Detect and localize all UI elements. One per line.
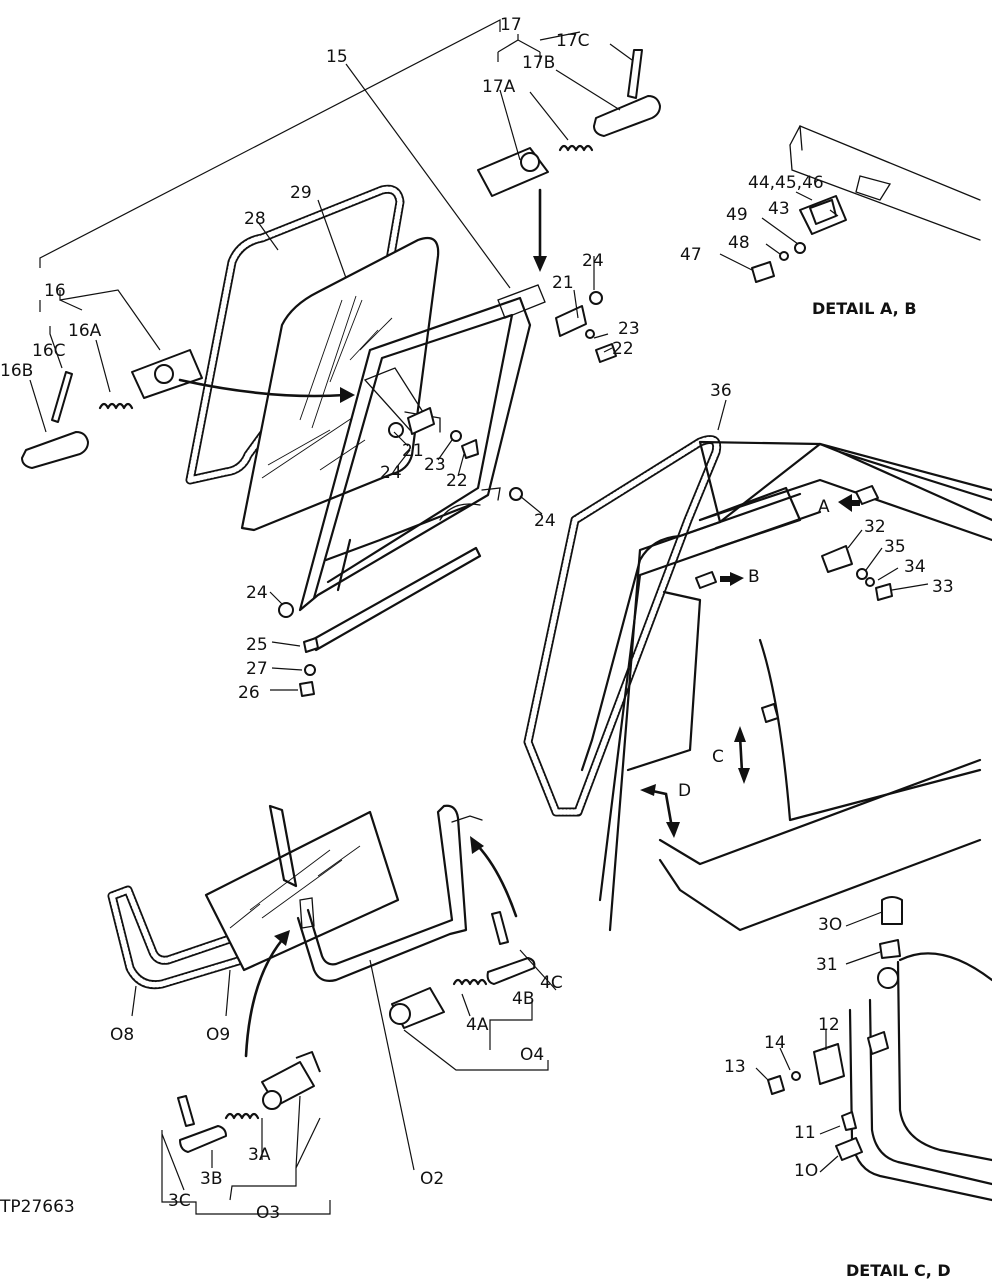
latch-17-pin (593, 95, 661, 137)
detail-ab-caption: DETAIL A, B (812, 299, 917, 318)
label-14: 14 (764, 1033, 786, 1053)
figure-code: TP27663 (0, 1197, 75, 1217)
label-33: 33 (932, 577, 954, 597)
upper-window-assembly (21, 49, 661, 697)
label-21-top: 21 (552, 273, 574, 293)
label-48: 48 (728, 233, 750, 253)
label-35: 35 (884, 537, 906, 557)
latch-04-spring (452, 978, 488, 986)
label-16: 16 (44, 281, 66, 301)
label-3c: 3C (168, 1191, 191, 1211)
marker-b: B (748, 567, 760, 587)
label-4b: 4B (512, 989, 534, 1009)
label-3a: 3A (248, 1145, 271, 1165)
label-08: O8 (110, 1025, 134, 1045)
lower-window-assembly (107, 804, 536, 1153)
latch-16-spring (98, 402, 134, 410)
latch-17-body (477, 147, 549, 197)
label-24-right: 24 (534, 511, 556, 531)
label-34: 34 (904, 557, 926, 577)
label-02: O2 (420, 1169, 444, 1189)
label-27: 27 (246, 659, 268, 679)
label-25: 25 (246, 635, 268, 655)
window-glass-29 (240, 236, 440, 532)
label-36: 36 (710, 381, 732, 401)
label-17b: 17B (522, 53, 555, 73)
detail-cd-drawing (767, 896, 992, 1202)
latch-16-pin (21, 431, 89, 469)
label-49: 49 (726, 205, 748, 225)
label-17a: 17A (482, 77, 516, 97)
latch-17-handle (627, 49, 643, 99)
label-24-bottom: 24 (246, 583, 268, 603)
label-10: 1O (794, 1161, 818, 1181)
label-16c: 16C (32, 341, 66, 361)
label-32: 32 (864, 517, 886, 537)
label-23-top: 23 (618, 319, 640, 339)
leader-lines (29, 19, 929, 1215)
label-3b: 3B (200, 1169, 222, 1189)
label-4c: 4C (540, 973, 563, 993)
label-16a: 16A (68, 321, 102, 341)
marker-d: D (678, 781, 691, 801)
latch-03-pin (179, 1125, 227, 1153)
label-44-45-46: 44,45,46 (748, 173, 824, 193)
detail-cd-caption: DETAIL C, D (846, 1261, 951, 1280)
label-04: O4 (520, 1045, 544, 1065)
hardware-small-parts (278, 291, 617, 697)
detail-ab-drawing (751, 125, 981, 283)
label-24-top: 24 (582, 251, 604, 271)
label-17c: 17C (556, 31, 590, 51)
sash-frame-02 (296, 804, 468, 982)
label-17: 17 (500, 15, 522, 35)
label-26: 26 (238, 683, 260, 703)
label-16b: 16B (0, 361, 33, 381)
label-29: 29 (290, 183, 312, 203)
callout-labels: 17 17C 17B 17A 15 29 28 16 16A 16C 16B 2… (0, 15, 954, 1280)
label-30: 3O (818, 915, 842, 935)
label-47: 47 (680, 245, 702, 265)
marker-c: C (712, 747, 724, 767)
install-arrow-04 (476, 844, 518, 918)
label-43: 43 (768, 199, 790, 219)
label-13: 13 (724, 1057, 746, 1077)
label-12: 12 (818, 1015, 840, 1035)
latch-04-handle (491, 911, 509, 945)
label-03: O3 (256, 1203, 280, 1223)
label-31: 31 (816, 955, 838, 975)
latch-16-handle (51, 371, 73, 423)
label-11: 11 (794, 1123, 816, 1143)
cab-body (523, 435, 992, 932)
label-22-mid: 22 (446, 471, 468, 491)
label-4a: 4A (466, 1015, 489, 1035)
lower-glass-09 (204, 810, 400, 972)
window-frame-15 (298, 296, 532, 612)
label-09: O9 (206, 1025, 230, 1045)
install-arrow-03 (244, 938, 284, 1058)
latch-17-spring (558, 144, 594, 152)
latch-03-spring (224, 1112, 260, 1120)
label-23-mid: 23 (424, 455, 446, 475)
label-22-top: 22 (612, 339, 634, 359)
label-21-mid: 21 (402, 441, 424, 461)
latch-04-pin (486, 957, 536, 985)
marker-a: A (818, 497, 830, 517)
guide-rail (310, 546, 482, 652)
label-24-mid: 24 (380, 463, 402, 483)
label-28: 28 (244, 209, 266, 229)
label-15: 15 (326, 47, 348, 67)
latch-03-handle (177, 1095, 195, 1127)
install-arrow-16 (178, 378, 347, 398)
